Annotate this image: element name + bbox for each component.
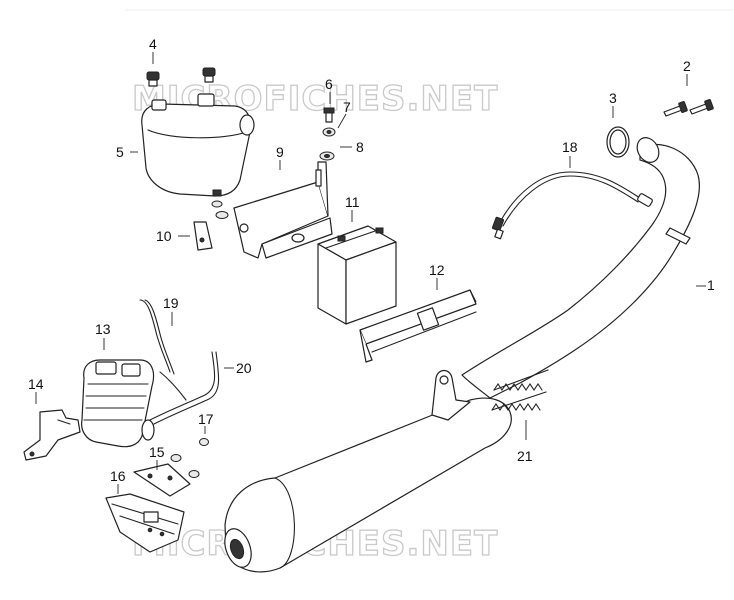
callout-6: 6 — [325, 76, 333, 92]
part-18-sensor-wire — [491, 171, 653, 240]
callout-21: 21 — [517, 448, 533, 464]
part-12-strap — [359, 289, 477, 363]
part-11-battery — [317, 225, 397, 325]
callout-12: 12 — [429, 262, 445, 278]
part-5-tank — [141, 93, 255, 197]
callout-3: 3 — [609, 90, 617, 106]
part-13-ignition-coil — [81, 359, 155, 448]
callout-18: 18 — [562, 139, 578, 155]
parts-19-20-wires — [139, 299, 220, 425]
callout-9: 9 — [276, 144, 284, 160]
callout-17: 17 — [198, 411, 214, 427]
callout-labels: 1 2 3 4 5 6 7 8 9 10 11 12 13 14 15 16 1… — [28, 36, 715, 484]
part-10-bracket — [193, 221, 213, 251]
callout-5: 5 — [116, 144, 124, 160]
part-1-exhaust-muffler — [224, 137, 700, 573]
callout-10: 10 — [156, 228, 172, 244]
part-9-battery-box — [233, 161, 333, 259]
part-4-caps — [146, 67, 216, 87]
part-14-mount-plate — [23, 409, 81, 461]
callout-11: 11 — [345, 194, 360, 210]
callout-8: 8 — [356, 139, 364, 155]
callout-1: 1 — [707, 277, 715, 293]
callout-2: 2 — [683, 58, 691, 74]
watermark-top: MICROFICHES.NET — [132, 79, 498, 119]
callout-13: 13 — [95, 321, 111, 337]
parts-15-17-plate-nuts — [133, 438, 209, 497]
parts-6-7-8-fasteners — [211, 107, 336, 219]
callout-15: 15 — [149, 444, 165, 460]
callout-20: 20 — [236, 360, 252, 376]
leader-lines — [35, 52, 706, 494]
callout-19: 19 — [163, 295, 179, 311]
callout-4: 4 — [149, 36, 157, 52]
callout-7: 7 — [343, 99, 351, 115]
part-3-gasket — [606, 126, 630, 158]
part-21-springs — [491, 369, 549, 411]
part-2-bolts — [663, 99, 714, 117]
callout-16: 16 — [110, 468, 126, 484]
callout-14: 14 — [28, 376, 44, 392]
part-16-rear-bracket — [105, 493, 185, 553]
